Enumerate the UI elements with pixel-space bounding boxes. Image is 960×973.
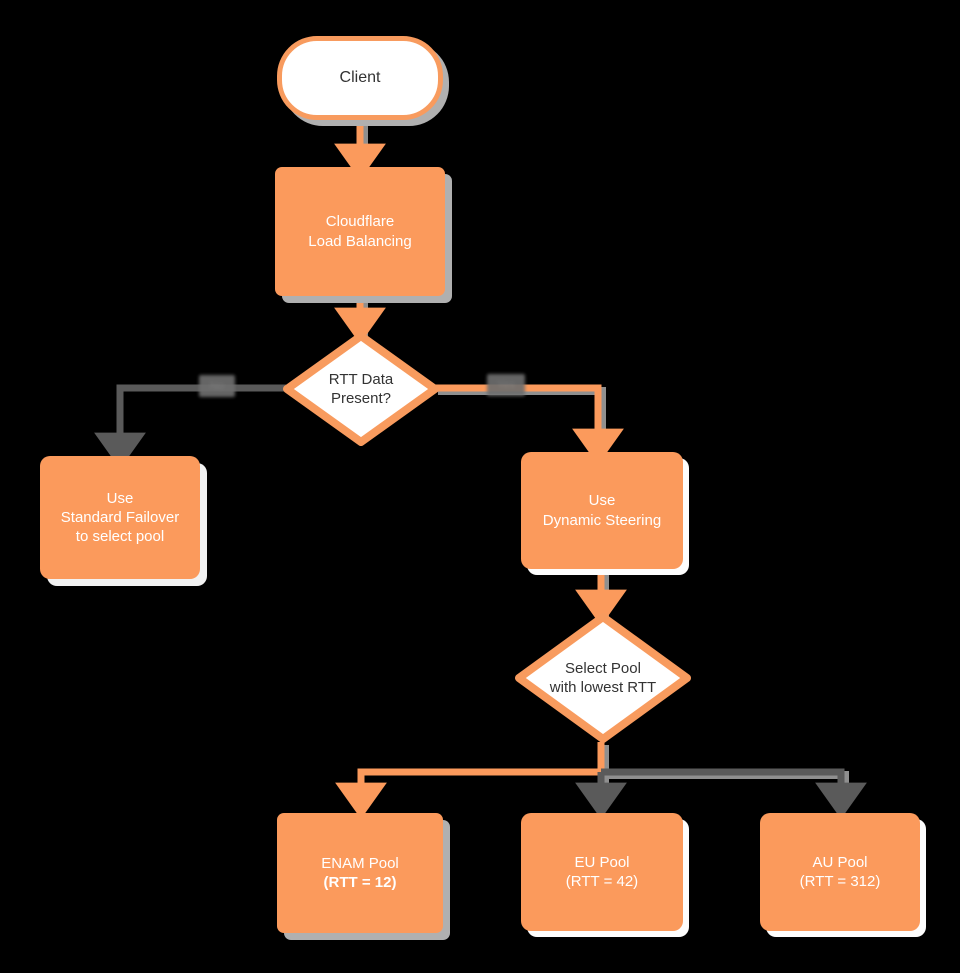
edge-select-pool-to-au-pool <box>601 768 867 819</box>
node-load-balancing-label: Cloudflare Load Balancing <box>308 213 412 250</box>
node-client[interactable]: Client <box>277 36 443 120</box>
edge-rtt-decision-to-standard-failover <box>94 384 286 469</box>
edge-label-yes: Yes <box>487 374 525 396</box>
select-pool-diamond-shape <box>515 613 691 743</box>
node-dynamic-steering[interactable]: Use Dynamic Steering <box>521 452 683 569</box>
node-eu-pool-rtt: (RTT = 42) <box>565 873 639 890</box>
node-client-label: Client <box>339 68 381 86</box>
node-eu-pool[interactable]: EU Pool (RTT = 42) <box>521 813 683 931</box>
node-au-pool[interactable]: AU Pool (RTT = 312) <box>760 813 920 931</box>
node-dynamic-steering-label: Use Dynamic Steering <box>542 492 662 529</box>
edge-rtt-decision-to-dynamic-steering <box>434 384 624 465</box>
node-load-balancing[interactable]: Cloudflare Load Balancing <box>275 167 445 296</box>
node-standard-failover[interactable]: Use Standard Failover to select pool <box>40 456 200 579</box>
rtt-decision-diamond-shape <box>283 332 439 446</box>
node-enam-pool-name: ENAM Pool <box>321 854 399 872</box>
node-eu-pool-name: EU Pool <box>574 853 630 871</box>
node-select-pool-label: Select Pool with lowest RTT <box>549 659 657 697</box>
node-enam-pool[interactable]: ENAM Pool (RTT = 12) <box>277 813 443 933</box>
node-rtt-decision[interactable]: RTT Data Present? <box>283 332 439 446</box>
node-rtt-decision-label: RTT Data Present? <box>328 370 394 408</box>
node-au-pool-name: AU Pool <box>812 853 868 871</box>
edge-select-pool-to-enam-pool <box>335 742 605 819</box>
edge-label-no: No <box>199 375 235 397</box>
node-select-pool[interactable]: Select Pool with lowest RTT <box>515 613 691 743</box>
node-standard-failover-label: Use Standard Failover to select pool <box>60 489 180 546</box>
edge-label-no-text: No <box>209 380 225 392</box>
node-enam-pool-rtt: (RTT = 12) <box>323 874 397 891</box>
edge-label-yes-text: Yes <box>497 379 515 391</box>
node-au-pool-rtt: (RTT = 312) <box>799 873 881 890</box>
